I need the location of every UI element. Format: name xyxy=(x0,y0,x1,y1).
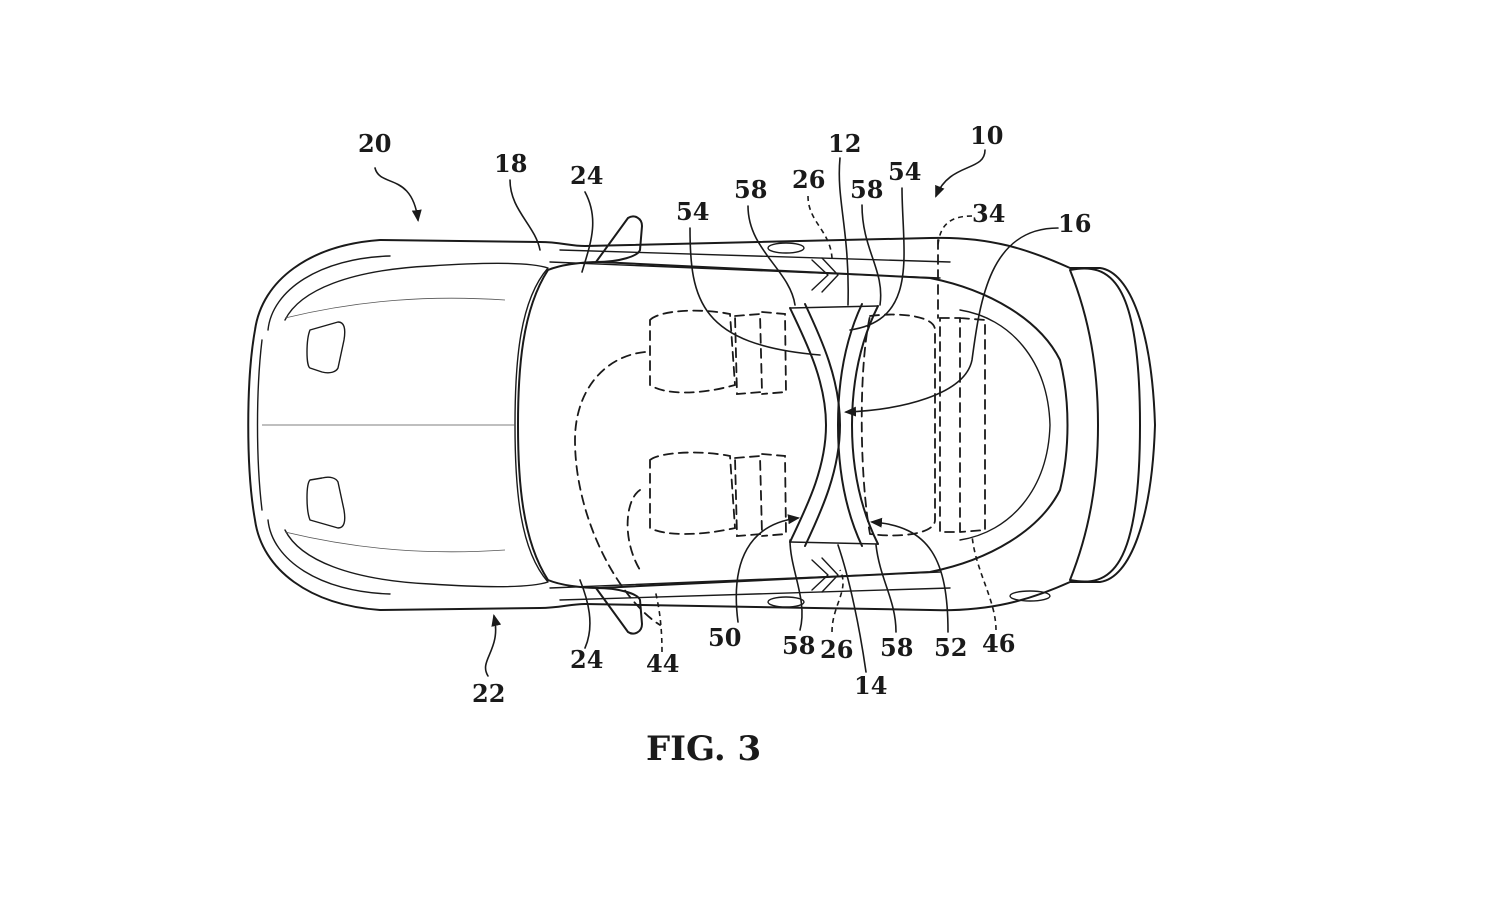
front-seat-lower xyxy=(649,451,736,535)
arrow-50 xyxy=(735,514,800,623)
ref-26-top: 26 xyxy=(792,165,825,194)
door-handle-top xyxy=(767,242,805,254)
body-outline xyxy=(247,236,1156,612)
ref-20: 20 xyxy=(358,129,391,158)
figure-caption: FIG. 3 xyxy=(646,729,761,769)
pillar-chevron-bottom xyxy=(811,557,839,593)
partition-cap-bottom xyxy=(789,541,879,545)
partition-rear xyxy=(837,303,879,547)
leader-14 xyxy=(837,544,867,673)
hood-vent-upper xyxy=(306,321,346,374)
arrow-10 xyxy=(935,149,986,198)
ref-46: 46 xyxy=(982,629,1015,658)
ref-58-d: 58 xyxy=(880,633,913,662)
ref-18: 18 xyxy=(494,149,527,178)
ref-14: 14 xyxy=(854,671,887,700)
partition xyxy=(789,303,879,547)
ref-58-a: 58 xyxy=(734,175,767,204)
ref-26-bottom: 26 xyxy=(820,635,853,664)
pillar-chevron-top xyxy=(811,257,839,293)
ref-24-top: 24 xyxy=(570,161,603,190)
leader-34 xyxy=(937,215,973,246)
leader-26-bottom xyxy=(831,569,844,633)
vehicle-body xyxy=(247,215,1156,635)
leader-12 xyxy=(838,157,849,306)
partition-front xyxy=(789,303,841,547)
sill-lower xyxy=(549,571,951,601)
hood-vent-lower xyxy=(306,476,346,529)
door-handle-bottom xyxy=(767,596,805,608)
leader-54-left xyxy=(689,227,821,356)
mirror-bottom xyxy=(595,587,643,635)
leader-44 xyxy=(654,589,663,653)
leader-26-top xyxy=(807,195,833,259)
rear-handle-bottom xyxy=(1009,590,1051,602)
front-bumper-line xyxy=(267,255,391,595)
arrow-20 xyxy=(374,167,422,222)
partition-cap-top xyxy=(789,305,879,309)
arrow-52 xyxy=(870,517,949,633)
ref-22: 22 xyxy=(472,679,505,708)
front-seatback-lower xyxy=(734,453,787,537)
arrow-16 xyxy=(844,227,1059,417)
seat-region-44 xyxy=(574,351,661,626)
rear-window xyxy=(959,309,1051,541)
ref-52: 52 xyxy=(934,633,967,662)
hood-crease xyxy=(284,297,506,553)
ref-54-left: 54 xyxy=(676,197,709,226)
ref-10: 10 xyxy=(970,121,1003,150)
leader-58-d xyxy=(875,544,897,633)
ref-44: 44 xyxy=(646,649,679,678)
leader-58-a xyxy=(747,205,796,306)
front-seatback-upper xyxy=(734,311,787,395)
leader-54-right xyxy=(849,187,905,331)
interior-seats xyxy=(574,239,986,626)
ref-58-c: 58 xyxy=(782,631,815,660)
rear-spoiler xyxy=(1069,267,1141,583)
ref-34: 34 xyxy=(972,199,1005,228)
ref-58-b: 58 xyxy=(850,175,883,204)
leader-lines xyxy=(374,149,1059,677)
leader-58-b xyxy=(861,204,882,306)
leader-18 xyxy=(509,179,541,251)
leader-24-bottom xyxy=(579,579,591,649)
sill-upper xyxy=(549,249,951,279)
ref-16: 16 xyxy=(1058,209,1091,238)
rear-seat-52 xyxy=(860,313,936,537)
reference-numerals: 20 18 24 54 58 26 12 58 54 10 34 16 50 2… xyxy=(358,121,1091,708)
rear-seatback-46 xyxy=(939,317,986,533)
mirror-top xyxy=(595,215,643,263)
arrow-22 xyxy=(484,614,502,677)
front-fascia xyxy=(256,339,263,511)
leader-46 xyxy=(971,534,997,631)
leader-58-c xyxy=(789,539,803,631)
ref-50: 50 xyxy=(708,623,741,652)
ref-12: 12 xyxy=(828,129,861,158)
greenhouse xyxy=(517,261,1069,589)
leader-24-top xyxy=(581,191,594,273)
front-seat-upper xyxy=(649,309,736,394)
ref-54-right: 54 xyxy=(888,157,921,186)
ref-24-bottom: 24 xyxy=(570,645,603,674)
